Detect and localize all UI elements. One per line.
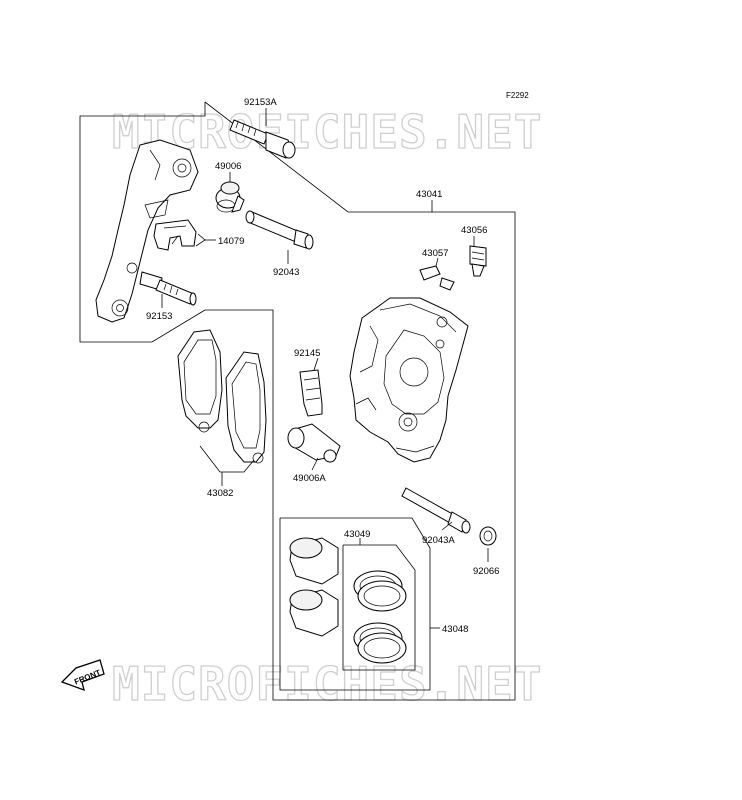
label-92153a: 92153A: [244, 97, 277, 108]
label-43041: 43041: [416, 189, 442, 200]
boot-49006: [215, 181, 245, 213]
label-49006: 49006: [215, 161, 241, 172]
part-labels: 92153A 49006 14079 92043 92153 43041 430…: [146, 97, 499, 635]
label-92145: 92145: [294, 348, 320, 359]
cap-43057: [419, 265, 455, 291]
label-43057: 43057: [422, 248, 448, 259]
caliper-body: [349, 297, 469, 463]
label-92153: 92153: [146, 311, 172, 322]
caliper-bracket: [95, 139, 199, 323]
bolt-92153a: [229, 119, 296, 159]
boot-49006a: [287, 423, 341, 463]
front-arrow-icon: FRONT: [60, 659, 105, 692]
label-43048: 43048: [442, 624, 468, 635]
label-92043a: 92043A: [422, 535, 455, 546]
spring-14079: [153, 219, 197, 251]
label-92043: 92043: [273, 267, 299, 278]
bolt-92153: [139, 271, 197, 306]
label-92066: 92066: [473, 566, 499, 577]
label-49006a: 49006A: [293, 473, 326, 484]
label-43049: 43049: [344, 529, 370, 540]
seals: [353, 570, 407, 664]
label-43056: 43056: [461, 225, 487, 236]
label-14079: 14079: [218, 236, 244, 247]
brake-pads-43082: [177, 329, 267, 464]
cap-92066: [479, 526, 497, 546]
group-outlines: [79, 101, 516, 701]
pin-92043: [245, 210, 314, 250]
bleeder-43056: [469, 245, 487, 277]
watermark-bottom: MICROFICHES.NET: [112, 657, 542, 711]
clip-92145: [299, 369, 323, 417]
pin-92043a: [401, 487, 471, 534]
pistons: [289, 537, 339, 637]
leader-lines: [161, 108, 489, 629]
label-43082: 43082: [207, 488, 233, 499]
figure-code: F2292: [506, 91, 529, 100]
